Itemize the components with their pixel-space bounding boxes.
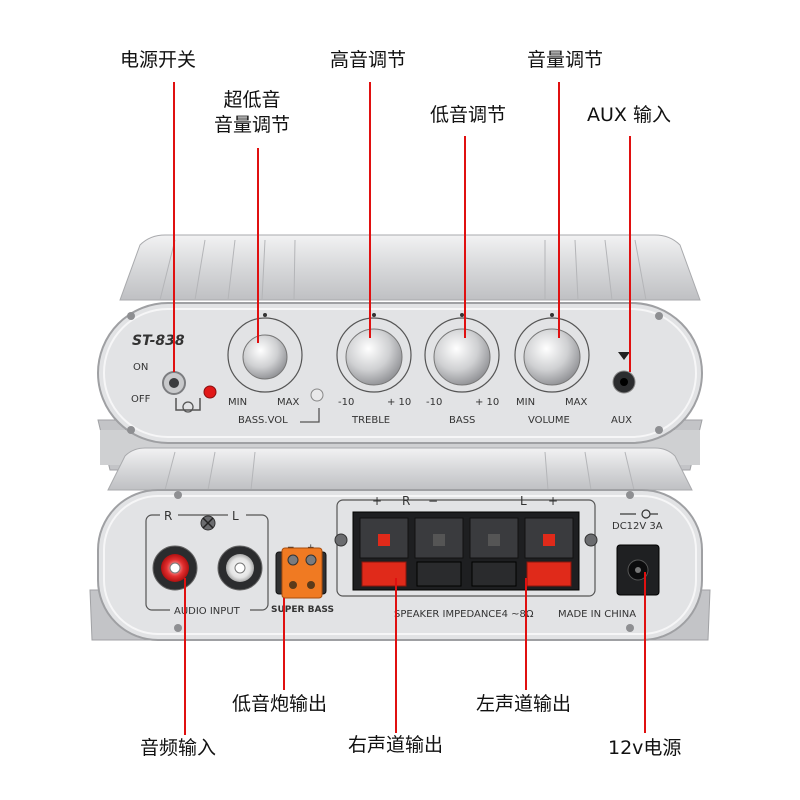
callout-left-channel-output: 左声道输出 <box>476 693 572 715</box>
left-label: L <box>232 509 239 523</box>
speaker-impedance-label: SPEAKER IMPEDANCE4 ~8Ω <box>394 609 534 620</box>
screw-icon <box>127 312 135 320</box>
callout-sub-volume-line1: 超低音 <box>223 89 281 111</box>
super-bass-label: SUPER BASS <box>271 605 334 615</box>
screw-icon <box>127 426 135 434</box>
callout-power-12v: 12v电源 <box>608 737 682 759</box>
screw-icon <box>655 426 663 434</box>
aux-label: AUX <box>611 415 632 426</box>
callout-treble-adjust: 高音调节 <box>330 49 407 71</box>
audio-input-label: AUDIO INPUT <box>174 606 241 617</box>
triangle-down-icon <box>618 352 630 360</box>
volume-knob[interactable] <box>523 328 581 386</box>
bass-min-label: -10 <box>426 397 442 408</box>
screw-icon <box>174 624 182 632</box>
volume-label: VOLUME <box>528 415 570 426</box>
speaker-r-plus: + <box>372 494 382 508</box>
right-label: R <box>164 509 172 523</box>
subwoofer-terminal[interactable] <box>281 547 323 599</box>
screw-icon <box>655 312 663 320</box>
switch-on-label: ON <box>133 362 148 373</box>
front-unit: ST-838 ON OFF MIN MAX BASS.VOL -10 + 10 … <box>97 234 703 471</box>
treble-knob[interactable] <box>345 328 403 386</box>
screw-icon <box>626 624 634 632</box>
screw-icon <box>584 533 598 547</box>
speaker-l-label: L <box>520 494 527 508</box>
callout-power-switch: 电源开关 <box>120 49 197 71</box>
bass-knob[interactable] <box>433 328 491 386</box>
callout-sub-volume-line2: 音量调节 <box>214 113 291 136</box>
speaker-r-label: R <box>402 494 410 508</box>
callout-aux-input: AUX 输入 <box>587 104 671 126</box>
speaker-l-plus: + <box>548 494 558 508</box>
power-icon <box>182 401 194 413</box>
callout-lines <box>173 82 646 735</box>
screw-icon <box>334 533 348 547</box>
max-label: MAX <box>277 397 299 408</box>
min-label: MIN <box>228 397 247 408</box>
dc-rating-label: DC12V 3A <box>612 521 663 532</box>
front-heatsink-fins <box>159 239 647 301</box>
bass-vol-label: BASS.VOL <box>238 415 288 426</box>
treble-max-label: + 10 <box>387 397 411 408</box>
bass-label: BASS <box>449 415 475 426</box>
indicator-led <box>310 388 324 402</box>
made-in-china-label: MADE IN CHINA <box>558 609 636 620</box>
volume-min-label: MIN <box>516 397 535 408</box>
screw-icon <box>174 491 182 499</box>
callout-volume-adjust: 音量调节 <box>527 49 604 71</box>
callout-sub-volume: 超低音 音量调节 <box>214 88 290 137</box>
treble-label: TREBLE <box>351 415 390 426</box>
rear-unit: R L AUDIO INPUT − + SUPER BASS + R − L + <box>89 447 711 641</box>
bass-max-label: + 10 <box>475 397 499 408</box>
screw-icon <box>626 491 634 499</box>
volume-max-label: MAX <box>565 397 587 408</box>
callout-right-channel-output: 右声道输出 <box>348 734 444 756</box>
callout-audio-input: 音频输入 <box>140 737 217 759</box>
callout-subwoofer-output: 低音炮输出 <box>232 693 328 715</box>
bass-volume-knob[interactable] <box>242 334 288 380</box>
callout-bass-adjust: 低音调节 <box>430 104 507 126</box>
model-label: ST-838 <box>132 333 185 349</box>
switch-off-label: OFF <box>131 394 151 405</box>
treble-min-label: -10 <box>338 397 354 408</box>
speaker-r-minus: − <box>428 494 438 508</box>
power-led <box>203 385 217 399</box>
